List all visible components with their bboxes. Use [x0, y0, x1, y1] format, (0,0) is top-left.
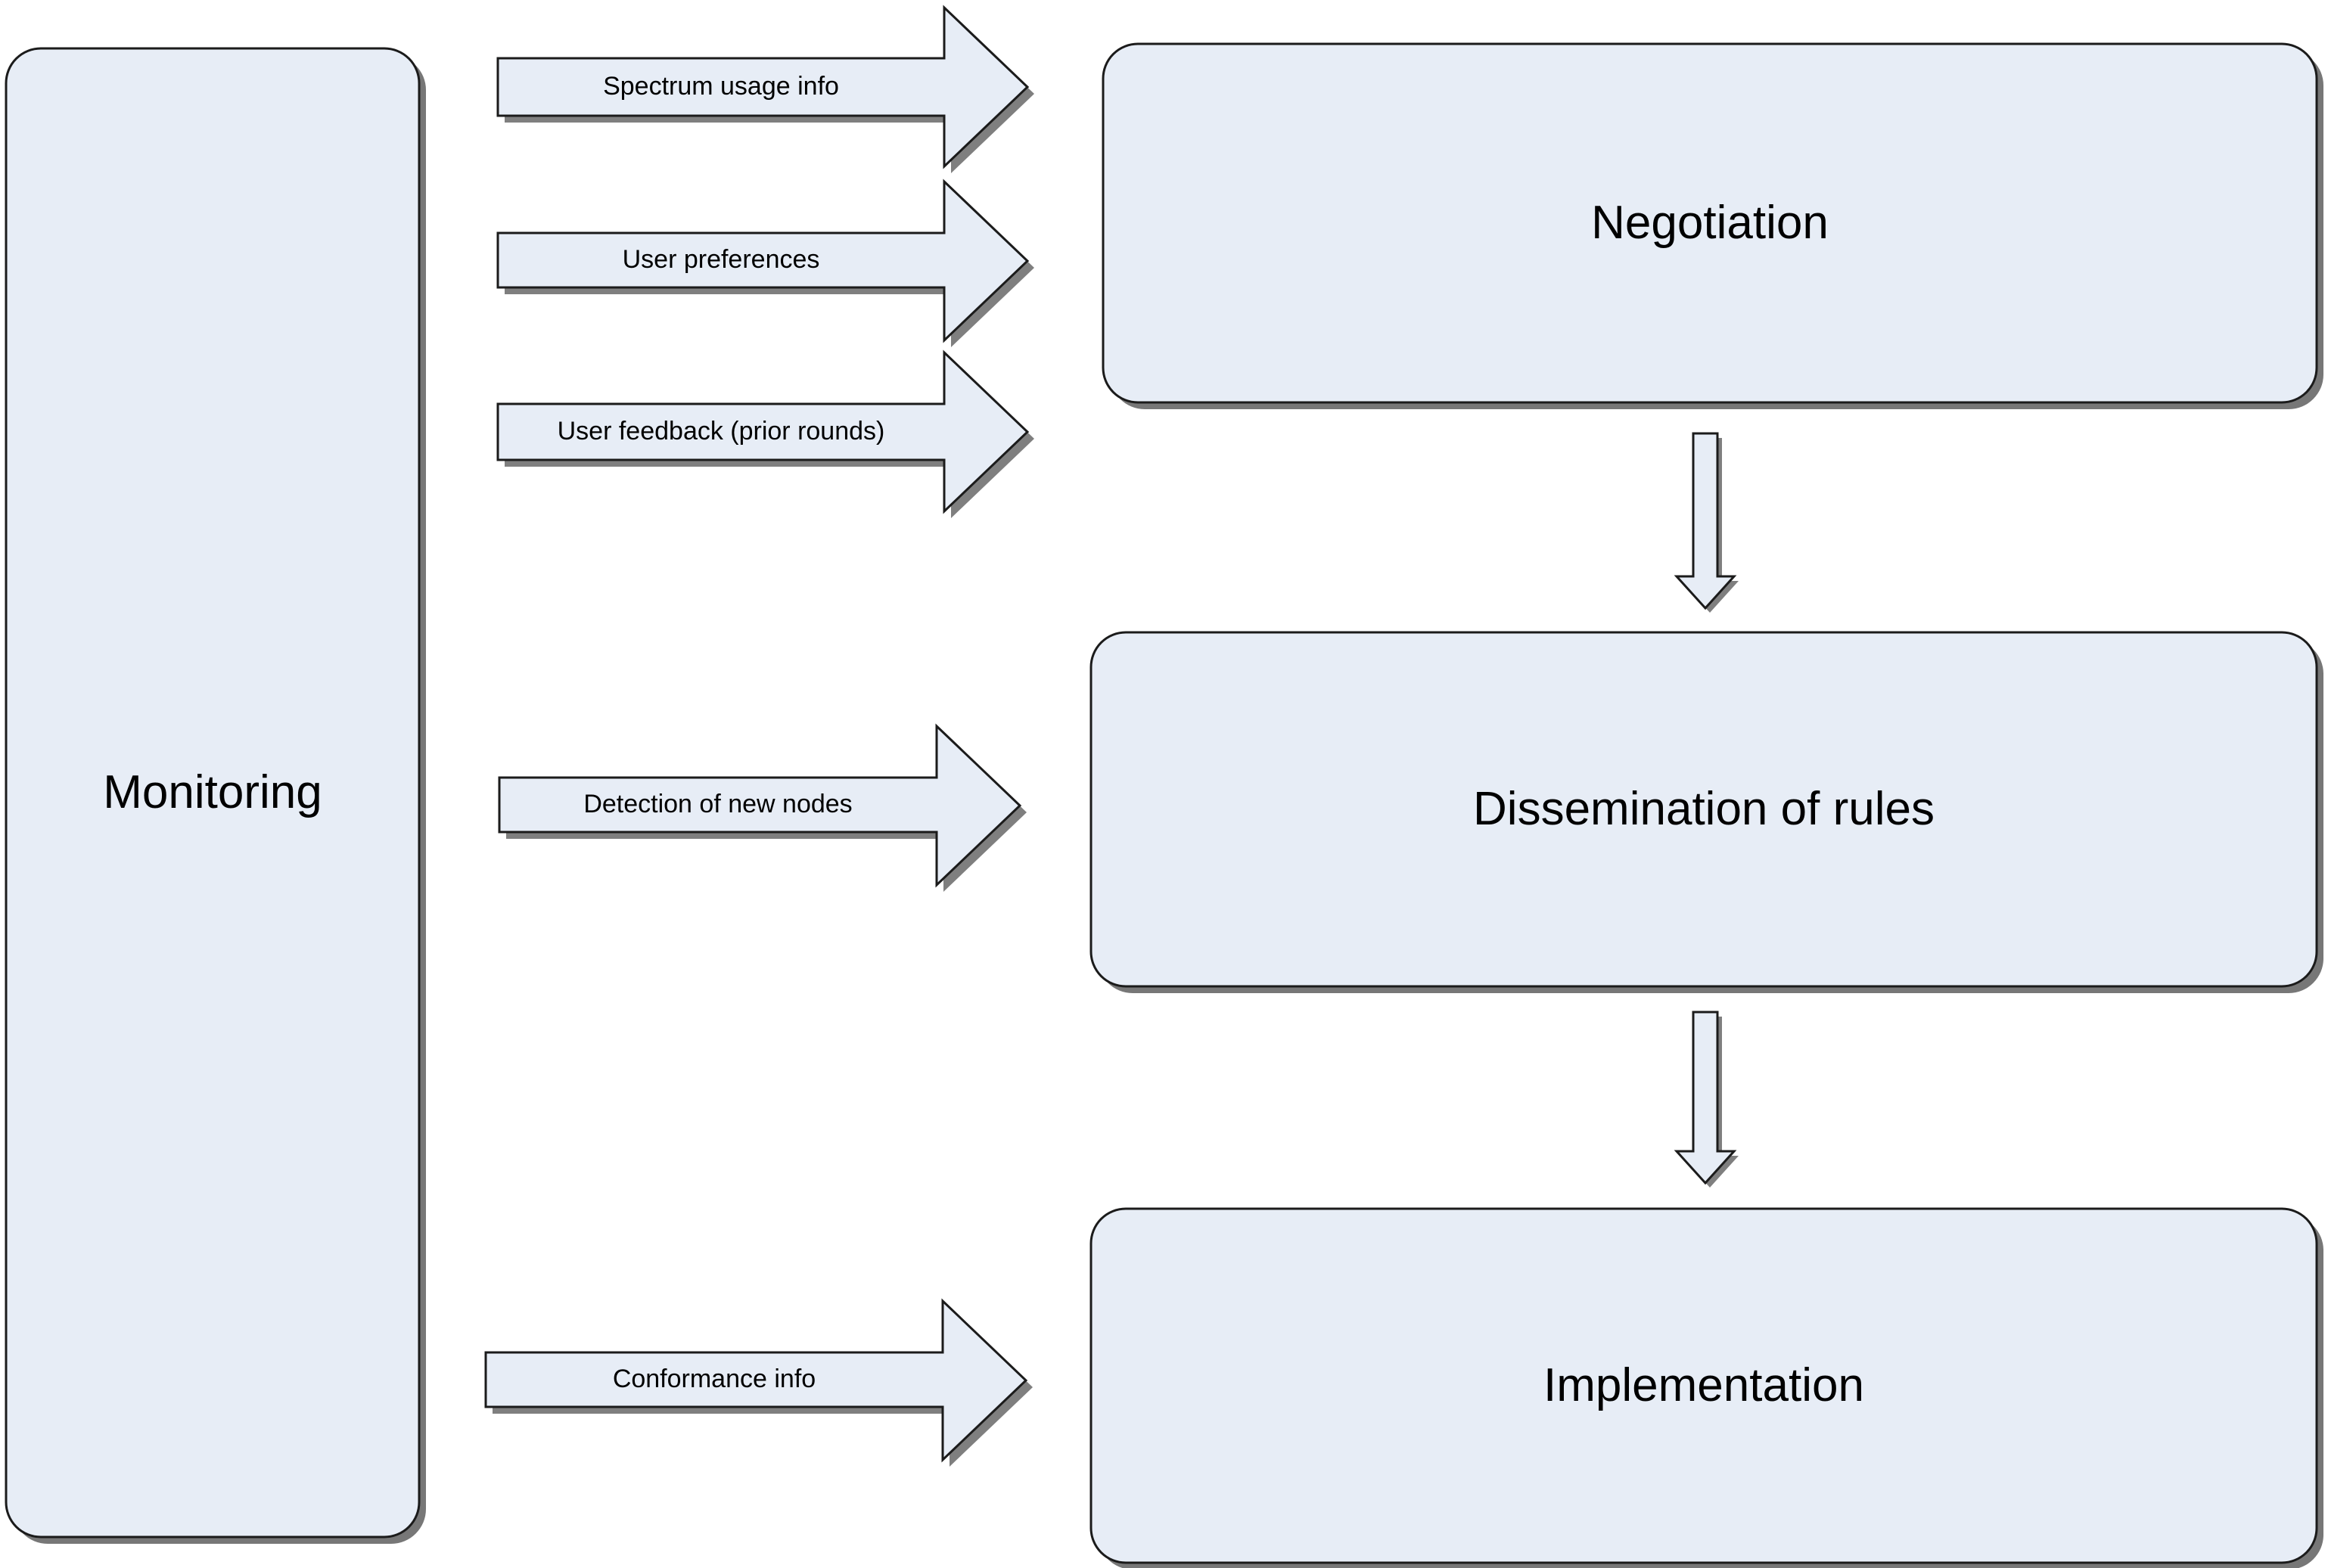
- node-negotiation[interactable]: [1102, 42, 2318, 404]
- arrow-conformance-info[interactable]: [484, 1298, 1028, 1463]
- arrow-dissemination-to-implementation[interactable]: [1674, 1011, 1737, 1185]
- node-monitoring[interactable]: [5, 47, 421, 1539]
- arrow-user-preferences[interactable]: [496, 179, 1030, 343]
- node-hit-negotiation[interactable]: [1103, 44, 2317, 402]
- arrow-negotiation-to-dissemination[interactable]: [1674, 432, 1737, 610]
- arrow-detection-of-new-nodes[interactable]: [498, 723, 1022, 888]
- arrow-user-feedback-prior-rounds[interactable]: [496, 349, 1030, 514]
- arrow-hit-dissemination-to-implementation[interactable]: [1677, 1012, 1734, 1183]
- arrow-hit-spectrum-usage-info[interactable]: [498, 8, 1027, 166]
- node-implementation[interactable]: [1089, 1207, 2318, 1564]
- node-hit-monitoring[interactable]: [6, 48, 419, 1537]
- node-hit-dissemination[interactable]: [1091, 632, 2317, 986]
- arrow-hit-detection-of-new-nodes[interactable]: [499, 726, 1020, 885]
- node-hit-implementation[interactable]: [1091, 1209, 2317, 1563]
- node-dissemination[interactable]: [1089, 631, 2318, 988]
- arrow-spectrum-usage-info[interactable]: [496, 5, 1030, 169]
- arrow-hit-conformance-info[interactable]: [486, 1301, 1026, 1460]
- arrow-hit-user-feedback-prior-rounds[interactable]: [498, 352, 1027, 511]
- arrow-hit-user-preferences[interactable]: [498, 182, 1027, 340]
- arrow-hit-negotiation-to-dissemination[interactable]: [1677, 433, 1734, 608]
